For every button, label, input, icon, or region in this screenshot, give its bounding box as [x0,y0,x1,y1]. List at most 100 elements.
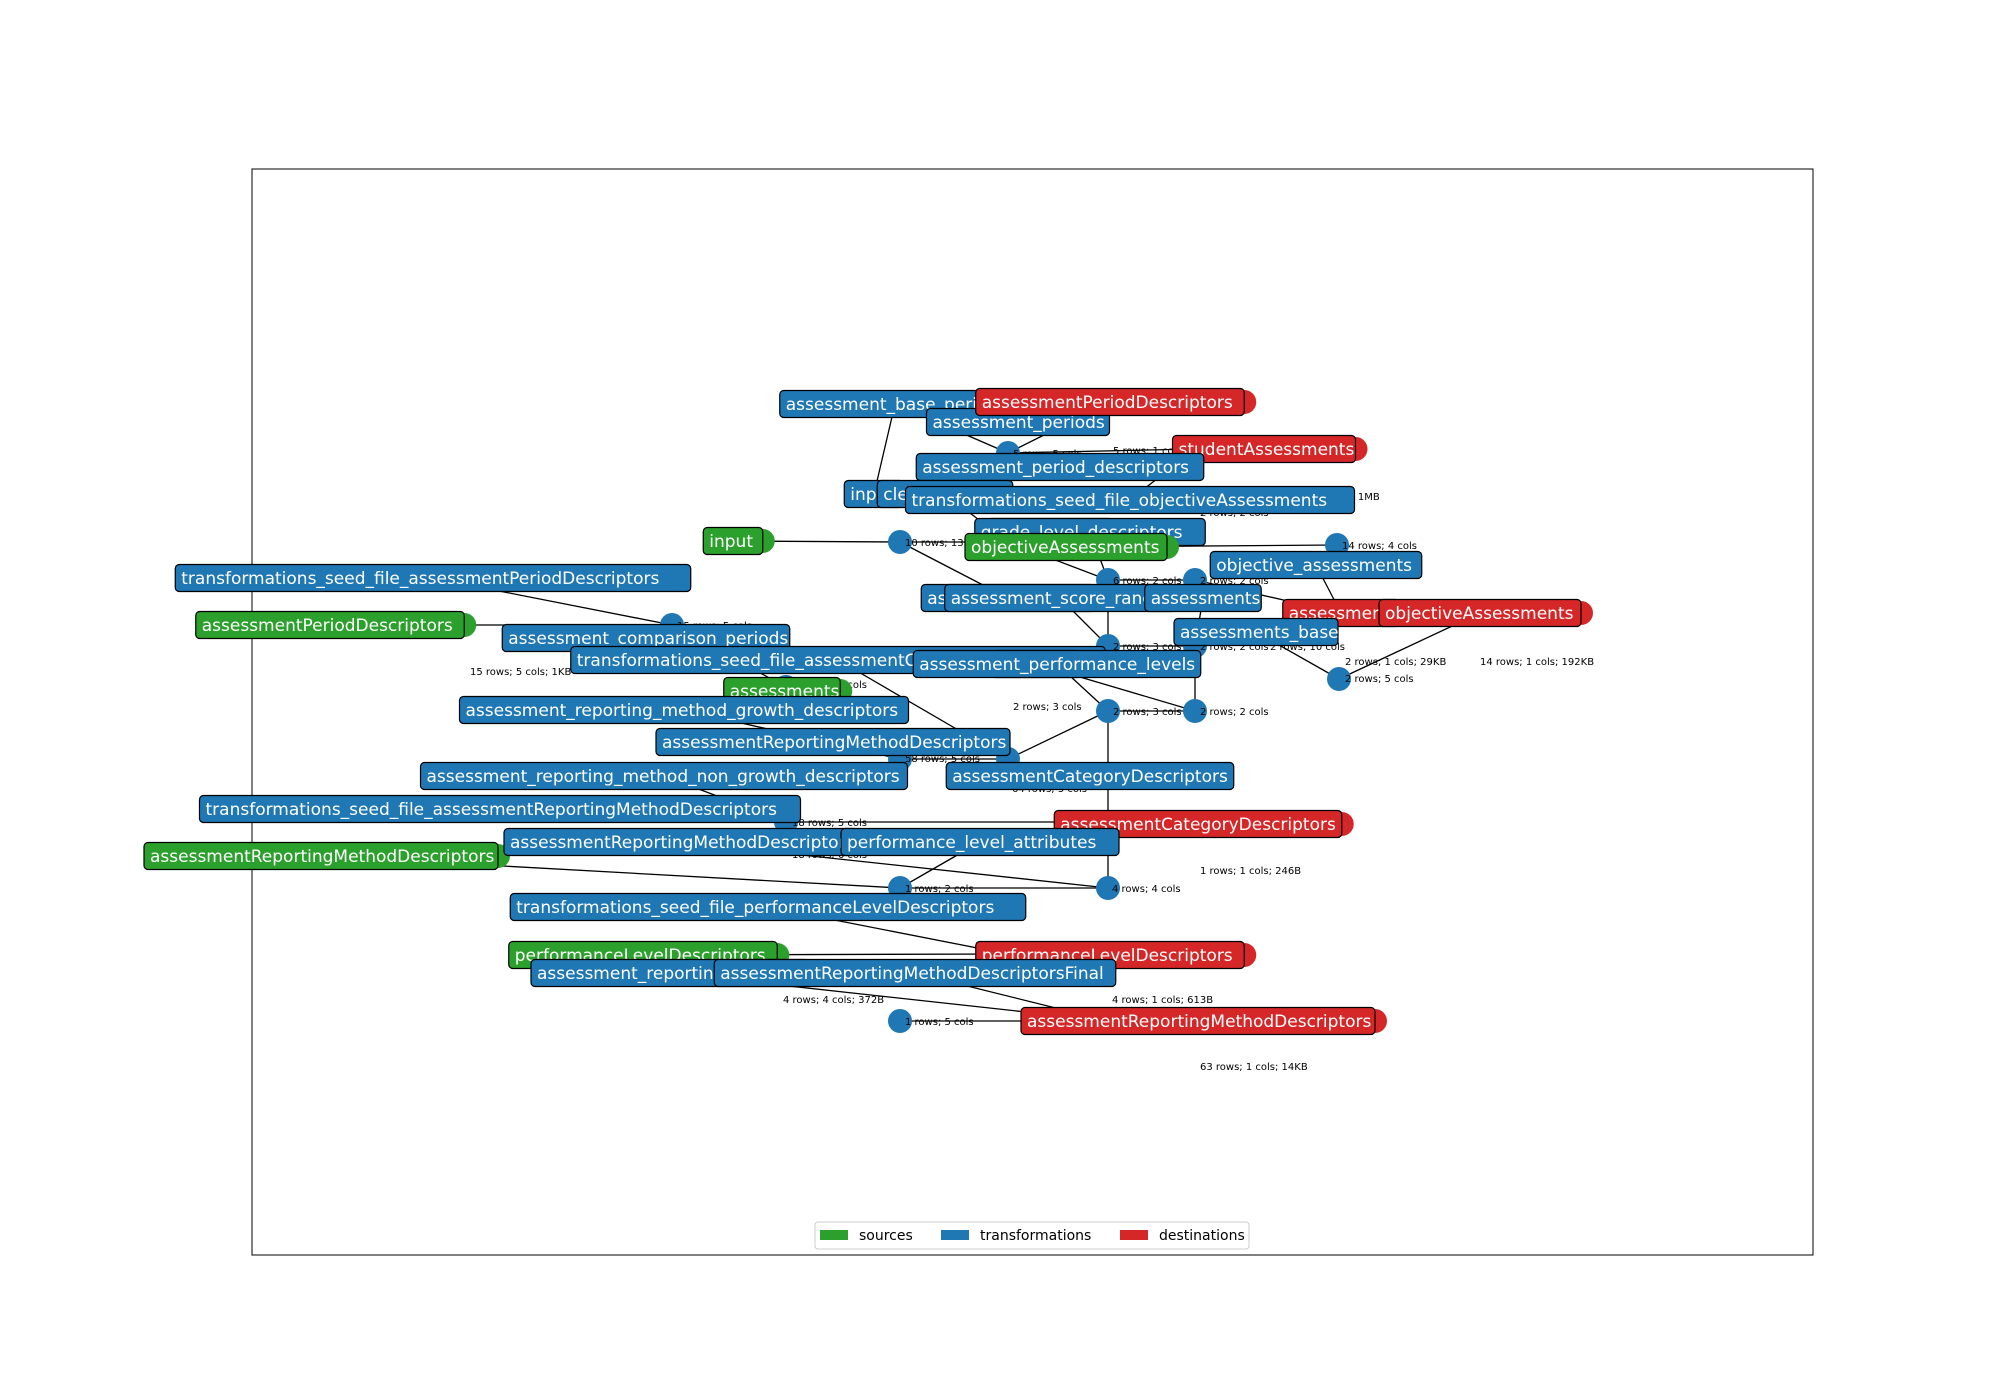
legend-swatch-sources [820,1230,848,1240]
edge-label: 1 rows; 2 cols [905,884,974,895]
node-box [945,761,1235,791]
edge-label: 4 rows; 4 cols; 372B [783,995,884,1006]
node-label: assessmentPeriodDescriptors [202,616,453,636]
node-label: transformations_seed_file_performanceLev… [516,898,994,918]
edge-label: 2 rows; 10 cols [1270,642,1345,653]
node-box [975,387,1245,417]
legend-label-transformations: transformations [980,1228,1091,1244]
node-label: assessment_reporting_method_non_growth_d… [427,767,900,787]
transformation-node: assessmentReportingMethodDescriptors [503,827,859,857]
edge-label: 2 rows; 1 cols; 29KB [1345,657,1446,668]
transformation-node: assessments [1144,583,1262,613]
edge-label: 15 rows; 5 cols; 1KB [470,667,571,678]
node-label: assessment_reporting_method_growth_descr… [466,701,899,721]
transformation-node: assessment_comparison_periods [501,623,791,653]
transformation-node: transformations_seed_file_assessmentPeri… [174,563,692,593]
node-box [419,761,909,791]
node-box [702,526,764,556]
node-label: assessment_comparison_periods [508,629,788,649]
edge-j16-j13 [1007,710,1109,760]
transformation-node: assessmentCategoryDescriptors [945,761,1235,791]
edge-label: 2 rows; 5 cols [1345,674,1414,685]
junction-node [1183,699,1207,723]
destination-node: assessmentCategoryDescriptors [1053,809,1354,839]
legend-label-sources: sources [859,1228,913,1244]
transformation-node: transformations_seed_file_objectiveAsses… [904,485,1356,515]
edge-j1-j2 [1007,445,1196,454]
node-label: assessments [1151,589,1261,609]
edge-label: 14 rows; 4 cols [1342,541,1417,552]
node-box [143,841,499,871]
nodes-layer: assessment_base_periodsassessment_period… [143,387,1593,1036]
node-box [1144,583,1262,613]
edge-label: 58 rows; 5 cols [905,754,980,765]
node-label: assessmentReportingMethodDescriptors [1027,1012,1371,1032]
node-box [912,649,1202,679]
node-box [964,532,1168,562]
node-box [1173,617,1339,647]
node-label: assessment_score_ranges [951,589,1173,609]
edge-label: 18 rows; 5 cols [792,818,867,829]
node-label: assessment_period_descriptors [922,458,1189,478]
node-box [174,563,692,593]
transformation-node: assessments_base [1173,617,1339,647]
edge-label: 2 rows; 3 cols [1113,707,1182,718]
destination-node: studentAssessments [1171,434,1368,464]
node-label: input [709,532,753,552]
node-label: assessmentPeriodDescriptors [982,393,1233,413]
node-label: performance_level_attributes [847,833,1096,853]
transformation-node: assessment_reporting_method_non_growth_d… [419,761,909,791]
edge-t4-t1 [873,403,897,495]
node-label: objective_assessments [1216,556,1412,576]
node-label: assessmentCategoryDescriptors [1060,815,1336,835]
source-node: input [702,526,775,556]
junction-node [888,530,912,554]
edge-label: 1 rows; 1 cols; 246B [1200,866,1301,877]
node-box [904,485,1356,515]
transformation-node: assessment_period_descriptors [915,452,1205,482]
node-box [1209,550,1423,580]
node-label: assessments_base [1180,623,1339,643]
transformation-node: assessment_performance_levels [912,649,1202,679]
node-box [198,794,802,824]
edge-label: 4 rows; 4 cols [1112,884,1181,895]
edge-label: 1 rows; 5 cols [905,1017,974,1028]
legend-label-destinations: destinations [1159,1228,1245,1244]
transformation-node: performance_level_attributes [840,827,1120,857]
node-label: assessment_performance_levels [919,655,1195,675]
junction-node [1096,699,1120,723]
source-node: assessmentReportingMethodDescriptors [143,841,510,871]
edge-label: 14 rows; 1 cols; 192KB [1480,657,1594,668]
node-label: studentAssessments [1179,440,1355,460]
node-box [1171,434,1357,464]
node-label: transformations_seed_file_objectiveAsses… [912,491,1328,511]
node-box [458,695,910,725]
edge-label: 2 rows; 2 cols [1200,642,1269,653]
node-label: assessmentReportingMethodDescriptorsFina… [720,964,1104,984]
node-box [655,727,1011,757]
node-box [1053,809,1343,839]
node-label: objectiveAssessments [971,538,1160,558]
legend: sources transformations destinations [814,1221,1250,1250]
transformation-node: assessmentReportingMethodDescriptors [655,727,1011,757]
source-node: objectiveAssessments [964,532,1179,562]
junction-node [1096,876,1120,900]
transformation-node: transformations_seed_file_performanceLev… [509,892,1027,922]
node-label: assessmentReportingMethodDescriptors [662,733,1006,753]
edge-label: 63 rows; 1 cols; 14KB [1200,1062,1308,1073]
node-box [1020,1006,1376,1036]
node-label: assessmentReportingMethodDescriptors [150,847,494,867]
transformation-node: assessmentReportingMethodDescriptorsFina… [713,958,1117,988]
node-label: assessmentCategoryDescriptors [952,767,1228,787]
edge-label: 2 rows; 2 cols [1200,707,1269,718]
transformation-node: objective_assessments [1209,550,1423,580]
source-node: assessmentPeriodDescriptors [195,610,477,640]
legend-swatch-transformations [941,1230,969,1240]
node-box [509,892,1027,922]
transformation-node: assessment_score_ranges [944,583,1176,613]
junction-node [888,1009,912,1033]
node-box [1378,598,1582,628]
edge-label: 2 rows; 3 cols [1013,702,1082,713]
node-box [840,827,1120,857]
